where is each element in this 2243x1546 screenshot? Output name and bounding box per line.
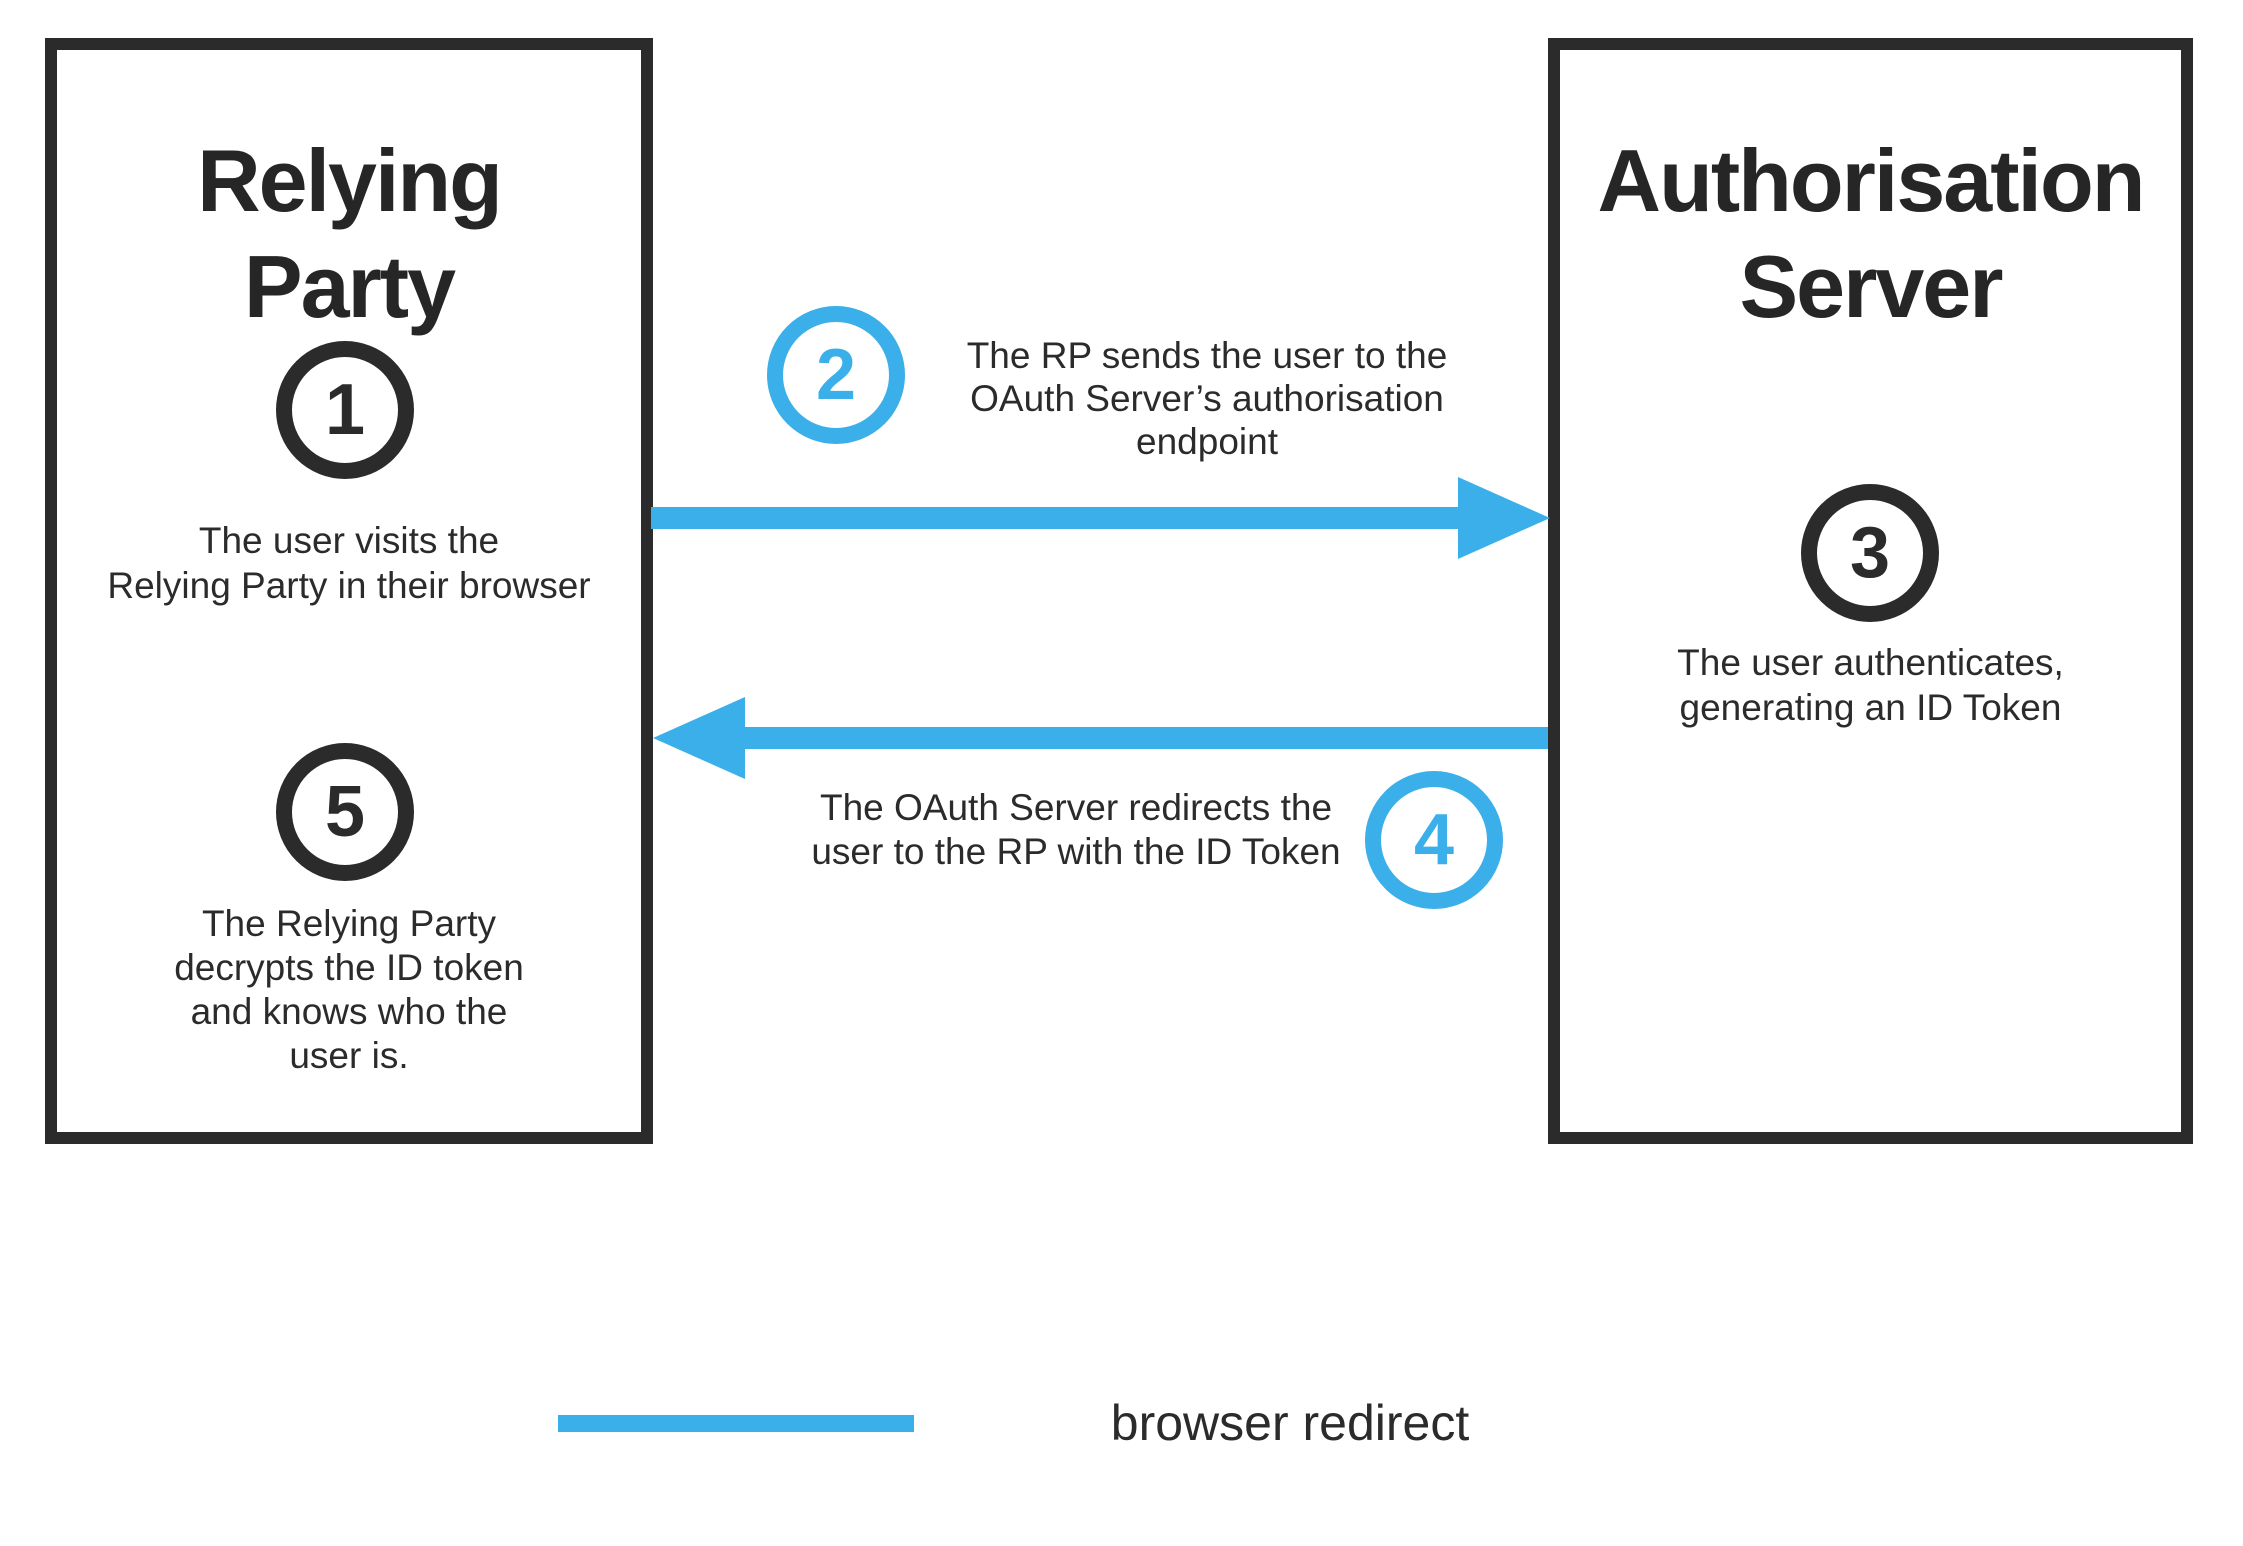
step-3-text: The user authenticates, generating an ID… — [1548, 640, 2193, 730]
step-4-number: 4 — [1413, 800, 1455, 880]
step-5-text: The Relying Party decrypts the ID token … — [45, 902, 653, 1078]
step-5-circle: 5 — [276, 743, 414, 881]
relying-party-title-line2: Party — [243, 237, 456, 336]
step-2-circle: 2 — [767, 306, 905, 444]
step-3-circle: 3 — [1801, 484, 1939, 622]
step-2-label: The RP sends the user to the OAuth Serve… — [902, 334, 1512, 463]
step-1-number: 1 — [324, 370, 366, 450]
step-1-text: The user visits the Relying Party in the… — [45, 518, 653, 608]
step-4-circle: 4 — [1365, 771, 1503, 909]
step-2-label-line1: The RP sends the user to the — [966, 335, 1448, 376]
legend-browser-redirect-label: browser redirect — [1110, 1395, 1470, 1451]
redirect-arrow-right-head-icon — [1458, 477, 1550, 559]
step-1-circle: 1 — [276, 341, 414, 479]
authorisation-server-title: Authorisation Server — [1548, 128, 2193, 340]
step-3-text-line2: generating an ID Token — [1679, 687, 2062, 728]
step-5-text-line2: decrypts the ID token — [174, 947, 524, 988]
step-2-number: 2 — [815, 335, 857, 415]
redirect-arrow-right-shaft — [651, 507, 1461, 529]
authorisation-server-title-line1: Authorisation — [1597, 131, 2146, 230]
step-5-text-line1: The Relying Party — [201, 903, 497, 944]
step-4-label: The OAuth Server redirects the user to t… — [770, 786, 1382, 874]
step-4-label-line2: user to the RP with the ID Token — [811, 831, 1341, 872]
relying-party-title: Relying Party — [45, 128, 653, 340]
step-1-text-line1: The user visits the — [198, 520, 500, 561]
redirect-arrow-left-shaft — [741, 727, 1548, 749]
relying-party-box — [45, 38, 653, 1144]
step-2-label-line2: OAuth Server’s authorisation — [970, 378, 1444, 419]
step-2-label-line3: endpoint — [1136, 421, 1278, 462]
authorisation-server-title-line2: Server — [1739, 237, 2003, 336]
step-5-number: 5 — [324, 772, 366, 852]
step-1-text-line2: Relying Party in their browser — [107, 565, 591, 606]
step-4-label-line1: The OAuth Server redirects the — [819, 787, 1333, 828]
step-3-number: 3 — [1849, 513, 1891, 593]
legend-browser-redirect-line-icon — [558, 1415, 914, 1432]
relying-party-title-line1: Relying — [197, 131, 503, 230]
step-3-text-line1: The user authenticates, — [1677, 642, 2064, 683]
step-5-text-line4: user is. — [289, 1035, 409, 1076]
step-5-text-line3: and knows who the — [190, 991, 508, 1032]
redirect-arrow-left-head-icon — [653, 697, 745, 779]
